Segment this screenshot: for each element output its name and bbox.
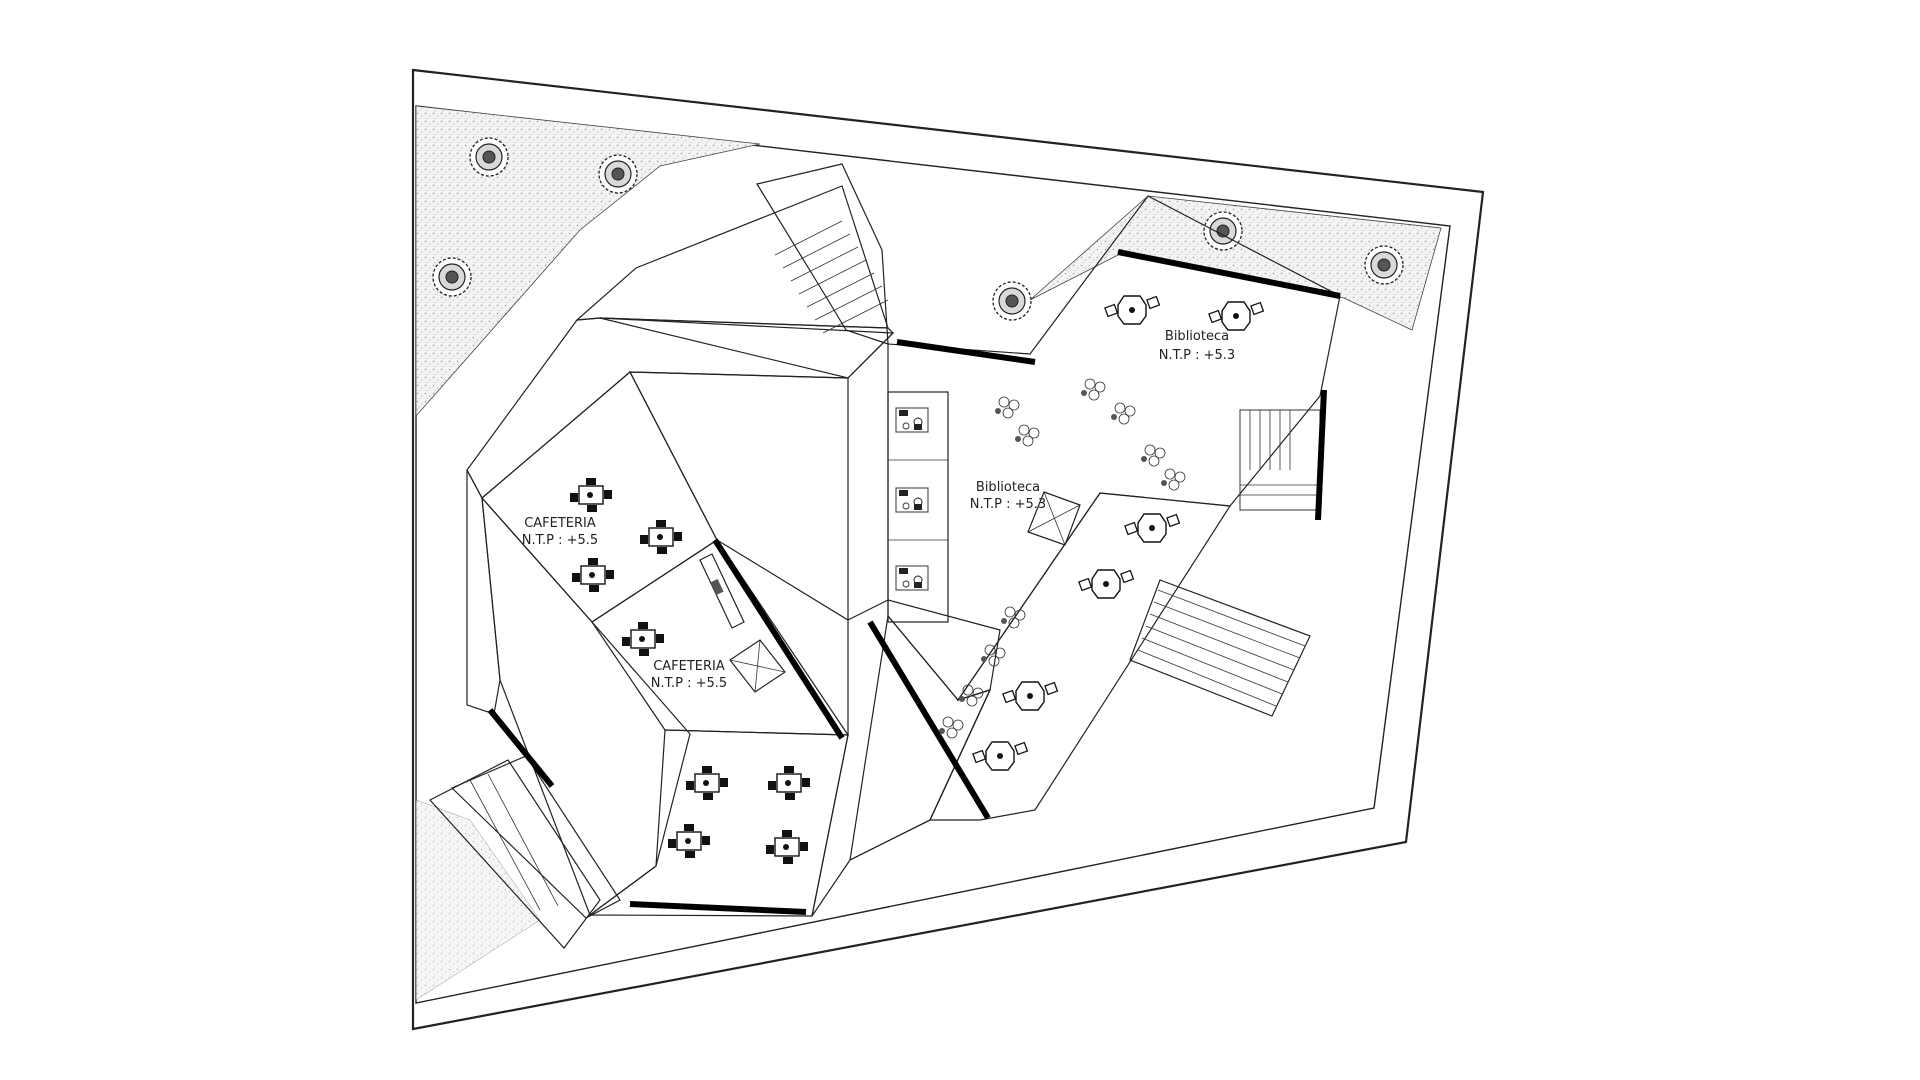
cafe-table-icon [569, 477, 613, 513]
cafe-table-icon [667, 823, 711, 859]
cafe-table-icon [767, 765, 811, 801]
cafe-table-icon [685, 765, 729, 801]
round-table-icon [1002, 681, 1059, 711]
cafe-table-icon [571, 557, 615, 593]
library-carrels [887, 391, 949, 623]
lounge-chairs [1110, 402, 1136, 425]
desk-icon [895, 407, 929, 433]
tree-icon [469, 137, 509, 177]
round-table-icon [1104, 295, 1161, 325]
biblioteca-upper-name: Biblioteca [1165, 329, 1229, 344]
landscape-area [415, 105, 1442, 1001]
lounge-chairs [1080, 378, 1106, 401]
site-boundary [411, 68, 1485, 1031]
void-icon [729, 639, 786, 693]
desk-icon [895, 565, 929, 591]
stairs-southeast [1129, 579, 1311, 717]
lounge-chairs [1160, 468, 1186, 491]
lounge-chairs [938, 716, 964, 739]
cafeteria-lower-name: CAFETERIA [653, 659, 725, 674]
cafe-table-icon [621, 621, 665, 657]
lounge-chairs [1014, 424, 1040, 447]
stairs-north [774, 220, 889, 334]
room-labels: CAFETERIA N.T.P : +5.5 CAFETERIA N.T.P :… [522, 329, 1235, 691]
stairs-east [1239, 409, 1321, 511]
cafe-table-icon [639, 519, 683, 555]
tree-icon [598, 154, 638, 194]
round-table-icon [1078, 569, 1135, 599]
desk-icon [895, 487, 929, 513]
round-table-icon [1208, 301, 1265, 331]
library-seating [938, 378, 1186, 739]
cafeteria-upper-level: N.T.P : +5.5 [522, 533, 598, 548]
building-outline [429, 163, 1341, 949]
tree-icon [992, 281, 1032, 321]
biblioteca-upper-level: N.T.P : +5.3 [1159, 348, 1235, 363]
cafeteria-lower-level: N.T.P : +5.5 [651, 676, 727, 691]
cafeteria-counter [699, 553, 745, 629]
round-table-icon [972, 741, 1029, 771]
lounge-chairs [1000, 606, 1026, 629]
tree-icon [1203, 211, 1243, 251]
library-tables [972, 295, 1265, 771]
tree-icon [432, 257, 472, 297]
round-table-icon [1124, 513, 1181, 543]
cafe-table-icon [765, 829, 809, 865]
lounge-chairs [1140, 444, 1166, 467]
biblioteca-main-level: N.T.P : +5.3 [970, 497, 1046, 512]
tree-icon [1364, 245, 1404, 285]
void-icon [1027, 491, 1081, 546]
lounge-chairs [994, 396, 1020, 419]
cafeteria-upper-name: CAFETERIA [524, 516, 596, 531]
walls [487, 249, 1341, 915]
biblioteca-main-name: Biblioteca [976, 480, 1040, 495]
